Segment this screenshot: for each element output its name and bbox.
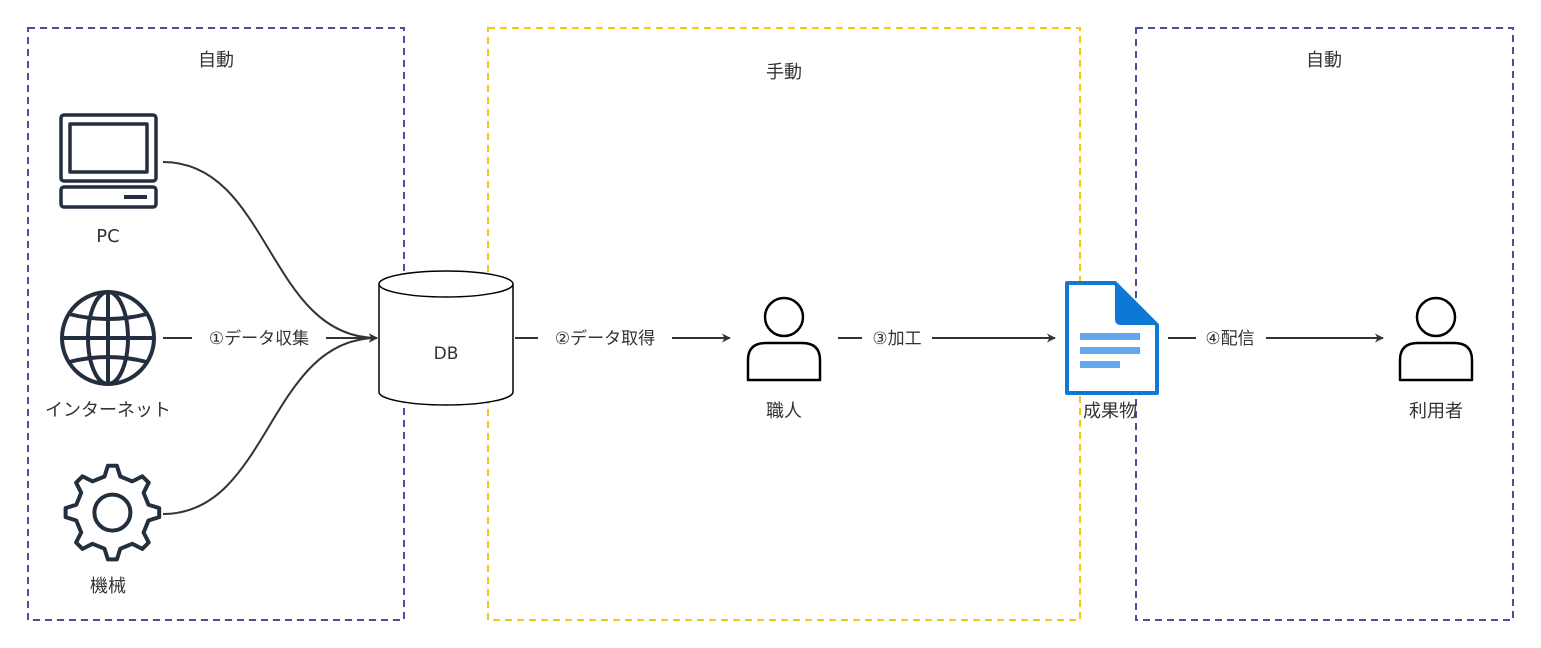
node-internet[interactable]: インターネット	[45, 290, 171, 421]
node-craftsman-label: 職人	[766, 401, 802, 422]
edge-label-collect: ①データ収集	[209, 328, 309, 349]
node-internet-label: インターネット	[45, 400, 171, 421]
node-end-user[interactable]: 利用者	[1398, 296, 1474, 422]
globe-icon	[60, 290, 156, 386]
edge-label-process: ③加工	[872, 329, 921, 349]
connector-machine-to-db	[162, 333, 378, 515]
node-craftsman[interactable]: 職人	[746, 296, 822, 422]
zone-auto-left-label: 自動	[198, 50, 234, 71]
gear-icon	[63, 463, 162, 562]
node-deliverable-label: 成果物	[1083, 401, 1137, 422]
node-machine-label: 機械	[90, 576, 126, 597]
edge-label-deliver: ④配信	[1205, 329, 1254, 349]
node-machine[interactable]: 機械	[63, 463, 162, 597]
node-deliverable[interactable]: 成果物	[1065, 281, 1159, 422]
node-db[interactable]: DB	[378, 270, 514, 406]
connector-pc-to-db	[162, 161, 378, 343]
node-end-user-label: 利用者	[1409, 401, 1463, 422]
node-pc[interactable]: PC	[59, 113, 158, 247]
database-cylinder-icon	[378, 270, 514, 406]
user-icon	[746, 296, 822, 382]
desktop-computer-icon	[59, 113, 158, 209]
zone-manual-label: 手動	[766, 62, 802, 83]
edge-label-fetch: ②データ取得	[555, 328, 655, 349]
node-db-label: DB	[434, 344, 459, 364]
zone-auto-left	[27, 27, 405, 621]
zone-auto-right-label: 自動	[1306, 50, 1342, 71]
zone-auto-right	[1135, 27, 1514, 621]
user-icon	[1398, 296, 1474, 382]
document-icon	[1065, 281, 1159, 395]
node-pc-label: PC	[96, 226, 119, 247]
